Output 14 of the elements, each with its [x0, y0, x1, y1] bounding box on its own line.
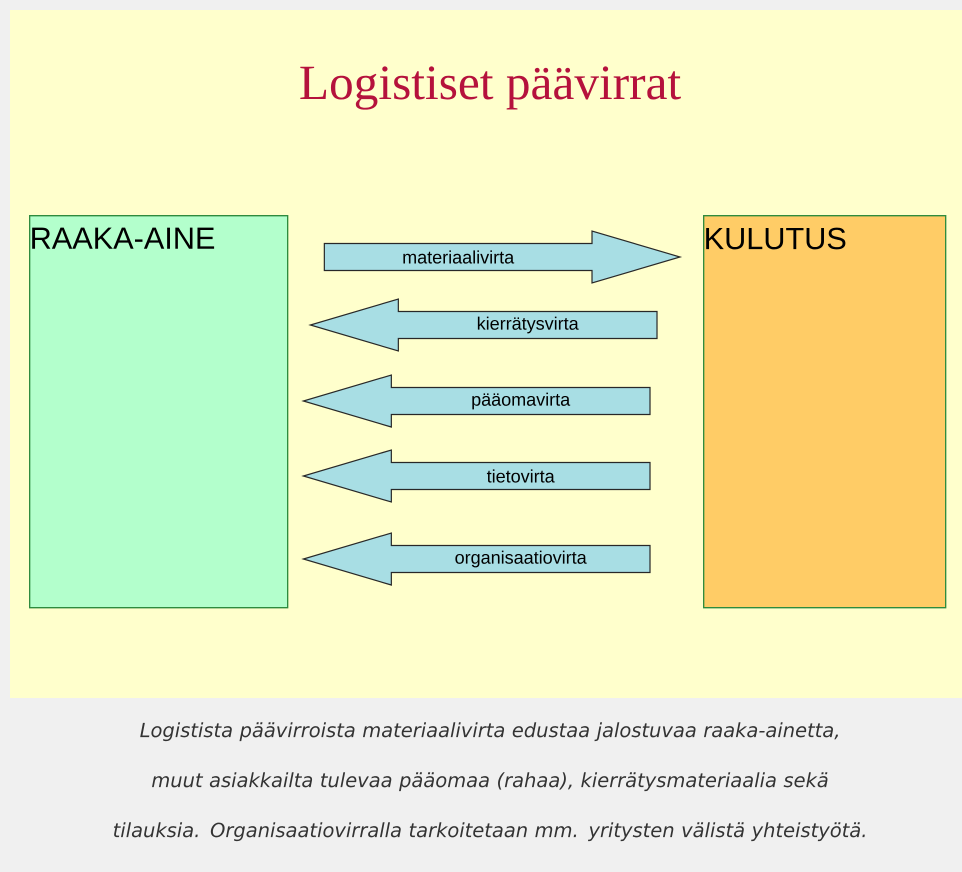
caption: Logistista päävirroista materiaalivirta edustaa jalostuvaa raaka-ainetta, muut asiakkailta tulevaa pääomaa (rahaa), kierrätysmateriaalia sekä tilauksia. Organisaatiovirralla tarkoitetaan mm. yritysten välistä yhteistyötä. [114, 722, 865, 842]
edge-label: organisaatiovirta [455, 550, 587, 568]
box: KULUTUS [703, 215, 946, 608]
block-arrow [324, 230, 682, 284]
box: RAAKA-AINE [29, 215, 288, 608]
title: Logistiset päävirrat [300, 66, 681, 110]
edge-label: materiaalivirta [403, 250, 514, 264]
block-arrow [301, 532, 651, 586]
edge-label: tietovirta [486, 469, 555, 483]
block-arrow [301, 449, 651, 503]
block-arrow [301, 374, 651, 428]
edge-label: pääomavirta [472, 392, 570, 410]
block-arrow [308, 298, 658, 352]
edge-label: kierrätysvirta [478, 316, 579, 334]
